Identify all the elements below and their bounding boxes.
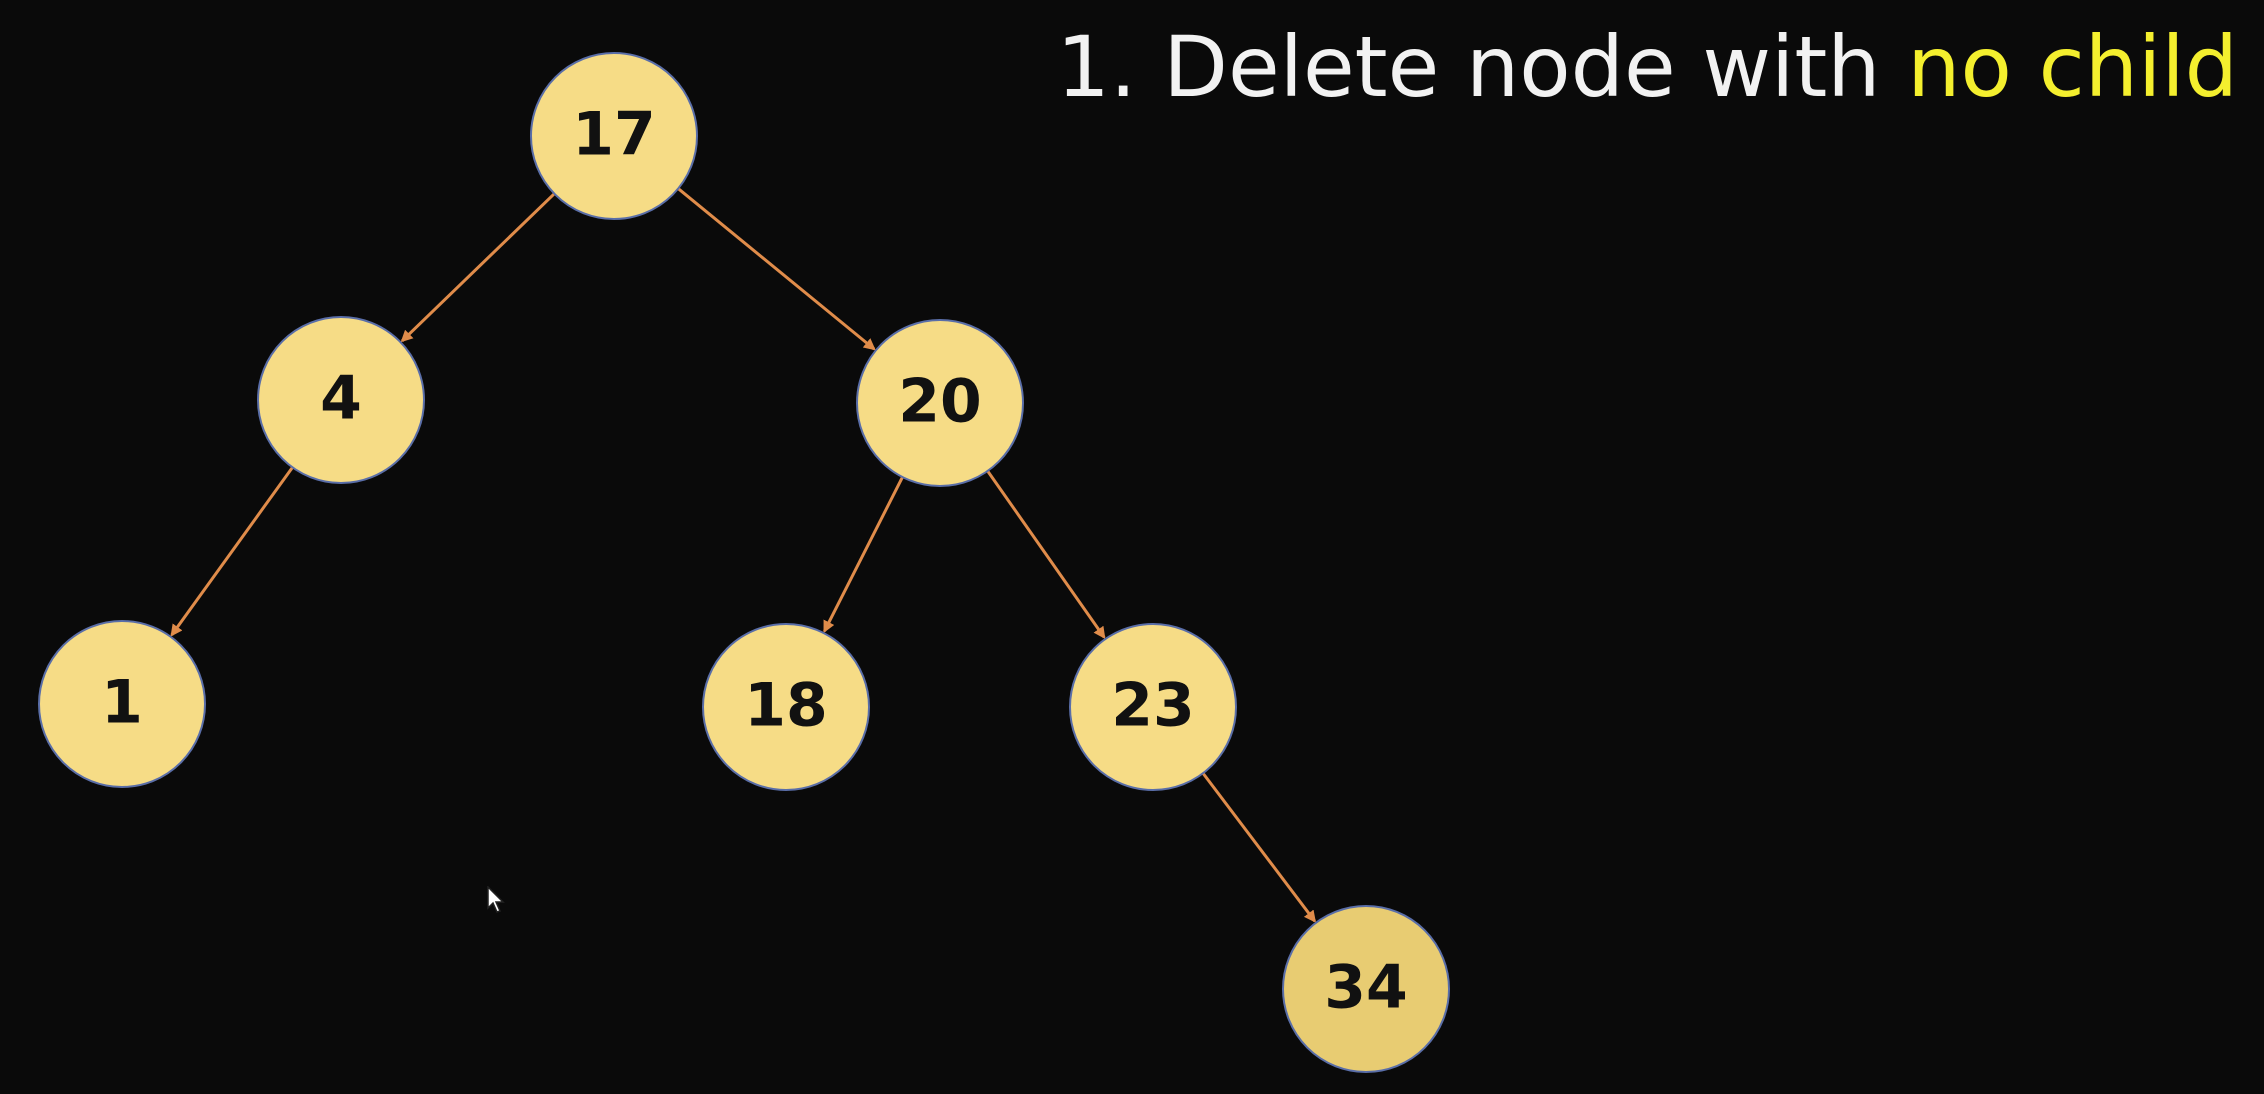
tree-edge-17-to-4 (400, 192, 556, 343)
tree-edge-20-to-18 (823, 476, 904, 633)
node-label: 20 (898, 367, 982, 437)
node-label: 23 (1111, 671, 1195, 741)
node-label: 4 (320, 364, 362, 434)
slide-heading: 1. Delete node with no child (1056, 18, 2238, 116)
tree-node-17: 17 (530, 52, 698, 220)
node-circle (856, 319, 1024, 487)
tree-node-34: 34 (1282, 905, 1450, 1073)
mouse-pointer-icon (487, 885, 505, 919)
tree-edge-17-to-20 (677, 187, 876, 351)
node-circle (1282, 905, 1450, 1073)
node-label: 18 (744, 671, 828, 741)
tree-node-4: 4 (257, 316, 425, 484)
tree-nodes: 17 4 20 1 18 23 34 (38, 52, 1450, 1073)
node-circle (1069, 623, 1237, 791)
tree-node-20: 20 (856, 319, 1024, 487)
node-label: 17 (572, 100, 656, 170)
tree-edge-23-to-34 (1201, 772, 1316, 923)
tree-edges (170, 187, 1316, 923)
node-circle (38, 620, 206, 788)
heading-highlight: no child (1907, 18, 2238, 116)
node-label: 34 (1324, 953, 1408, 1023)
node-circle (257, 316, 425, 484)
node-circle (702, 623, 870, 791)
tree-node-1: 1 (38, 620, 206, 788)
tree-node-23: 23 (1069, 623, 1237, 791)
tree-edge-4-to-1 (170, 466, 294, 637)
node-circle (530, 52, 698, 220)
heading-prefix: 1. Delete node with (1056, 18, 1908, 116)
tree-node-18: 18 (702, 623, 870, 791)
node-label: 1 (101, 668, 143, 738)
tree-edge-20-to-23 (986, 470, 1106, 640)
